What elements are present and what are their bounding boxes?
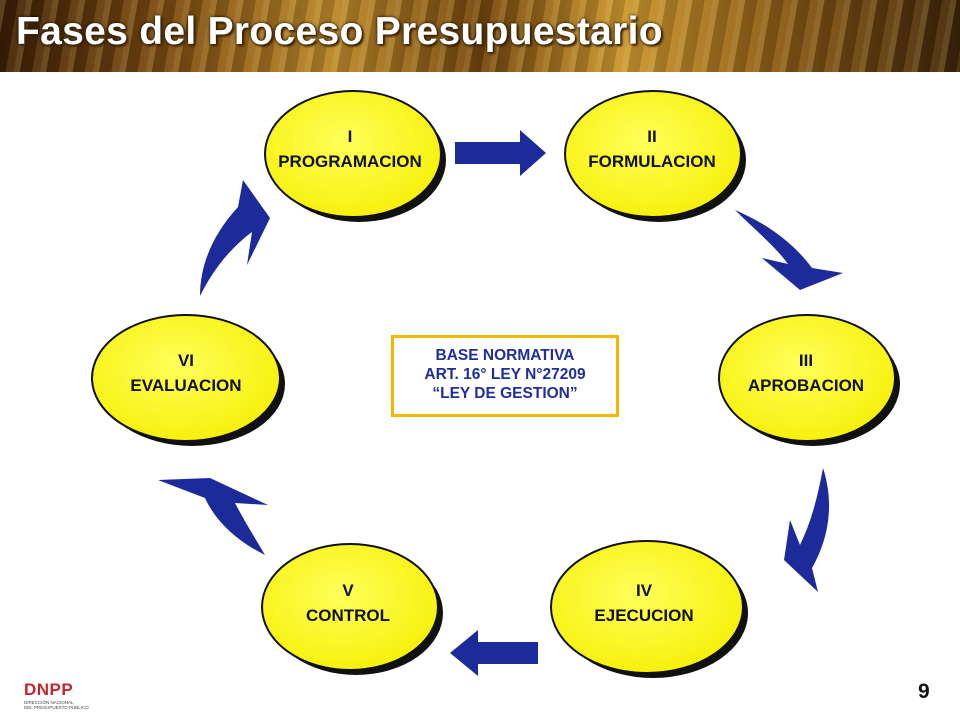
- base-normativa-title: BASE NORMATIVA: [435, 347, 575, 364]
- phase-numeral: I: [348, 127, 353, 146]
- arrow-formulacion-to-aprobacion: [735, 210, 843, 290]
- phase-label: EJECUCION: [594, 606, 693, 625]
- base-normativa-box: BASE NORMATIVA ART. 16° LEY N°27209 “LEY…: [391, 335, 619, 417]
- arrow-control-to-evaluacion: [158, 478, 268, 555]
- arrow-aprobacion-to-ejecucion: [784, 468, 830, 592]
- page-number: 9: [918, 680, 930, 703]
- logo-wordmark: DNPP: [24, 680, 74, 699]
- slide-title: Fases del Proceso Presupuestario: [16, 10, 663, 53]
- phase-node-aprobacion[interactable]: III APROBACION: [718, 314, 900, 446]
- phase-node-programacion[interactable]: I PROGRAMACION: [264, 90, 446, 222]
- phase-numeral: VI: [178, 351, 194, 370]
- phase-node-evaluacion[interactable]: VI EVALUACION: [91, 314, 285, 446]
- phase-numeral: II: [647, 127, 656, 146]
- dnpp-logo: DNPP DIRECCIÓN NACIONAL DEL PRESUPUESTO …: [24, 680, 94, 716]
- phase-label: EVALUACION: [130, 376, 241, 395]
- logo-subtitle-2: DEL PRESUPUESTO PÚBLICO: [24, 705, 89, 710]
- arrow-ejecucion-to-control: [450, 630, 538, 676]
- logo-subtitle-1: DIRECCIÓN NACIONAL: [24, 700, 74, 705]
- base-normativa-law-name: “LEY DE GESTION”: [432, 385, 578, 402]
- arrow-programacion-to-formulacion: [455, 130, 546, 176]
- phase-label: PROGRAMACION: [278, 152, 422, 171]
- arrow-evaluacion-to-programacion: [200, 180, 270, 296]
- phase-numeral: IV: [636, 581, 653, 600]
- phase-node-formulacion[interactable]: II FORMULACION: [564, 90, 746, 222]
- phase-label: APROBACION: [748, 376, 864, 395]
- phase-label: FORMULACION: [588, 152, 715, 171]
- phase-numeral: V: [342, 581, 354, 600]
- phase-node-control[interactable]: V CONTROL: [261, 543, 443, 675]
- phase-numeral: III: [799, 351, 813, 370]
- phase-node-ejecucion[interactable]: IV EJECUCION: [550, 540, 748, 678]
- base-normativa-article: ART. 16° LEY N°27209: [424, 366, 586, 383]
- title-banner: Fases del Proceso Presupuestario: [0, 0, 960, 72]
- phase-label: CONTROL: [306, 606, 390, 625]
